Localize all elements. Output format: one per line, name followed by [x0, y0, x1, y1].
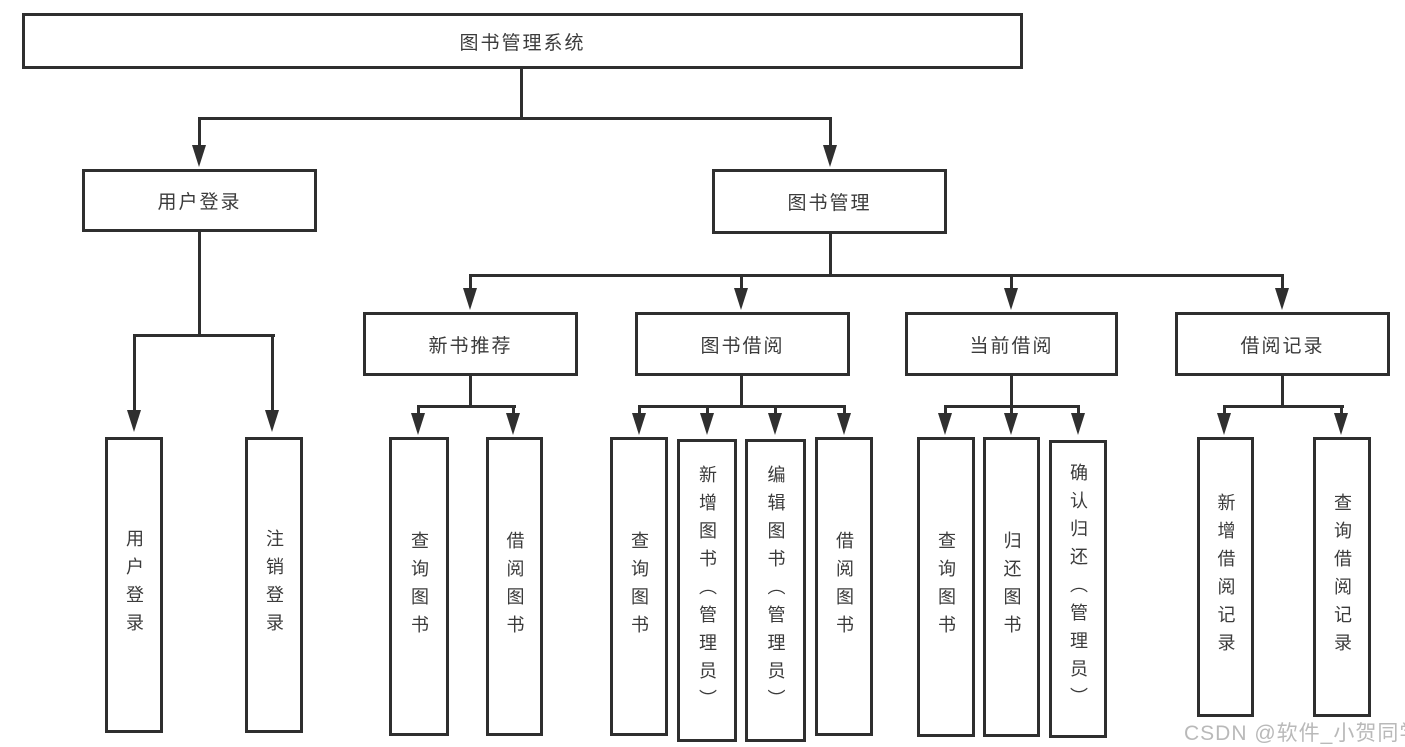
arrow-down-icon — [823, 145, 837, 167]
connector-line — [1223, 405, 1344, 408]
connector-line — [638, 405, 641, 415]
arrow-down-icon — [1071, 413, 1085, 435]
leaf-borrow-books: 借阅图书 — [815, 437, 873, 736]
connector-line — [417, 405, 516, 408]
leaf-label: 注销登录 — [264, 529, 284, 641]
connector-line — [1010, 376, 1013, 405]
connector-line — [740, 376, 743, 405]
node-borrow-records: 借阅记录 — [1175, 312, 1390, 376]
arrow-down-icon — [700, 413, 714, 435]
leaf-edit-books-admin: 编辑图书（管理员） — [745, 439, 806, 742]
connector-line — [944, 405, 947, 415]
leaf-query-books-newbooks: 查询图书 — [389, 437, 449, 736]
arrow-down-icon — [632, 413, 646, 435]
leaf-add-books-admin: 新增图书（管理员） — [677, 439, 737, 742]
node-book-management: 图书管理 — [712, 169, 947, 234]
node-book-borrow: 图书借阅 — [635, 312, 850, 376]
leaf-label: 查询图书 — [409, 530, 429, 643]
arrow-down-icon — [1217, 413, 1231, 435]
leaf-label: 编辑图书（管理员） — [765, 464, 786, 717]
leaf-label: 新增图书（管理员） — [697, 464, 717, 717]
connector-line — [520, 69, 523, 117]
connector-line — [271, 334, 274, 412]
leaf-logout: 注销登录 — [245, 437, 303, 733]
leaf-label: 新增借阅记录 — [1215, 493, 1236, 661]
connector-line — [829, 117, 832, 147]
connector-line — [774, 405, 777, 415]
connector-line — [198, 117, 201, 147]
leaf-user-login: 用户登录 — [105, 437, 163, 733]
arrow-down-icon — [127, 410, 141, 432]
connector-line — [1010, 274, 1013, 290]
connector-line — [133, 334, 275, 337]
arrow-down-icon — [506, 413, 520, 435]
leaf-confirm-return-admin: 确认归还（管理员） — [1049, 440, 1107, 738]
arrow-down-icon — [768, 413, 782, 435]
arrow-down-icon — [1275, 288, 1289, 310]
leaf-label: 查询借阅记录 — [1332, 493, 1352, 661]
connector-line — [740, 274, 743, 290]
leaf-query-books-borrow: 查询图书 — [610, 437, 668, 736]
leaf-borrow-books-newbooks: 借阅图书 — [486, 437, 543, 736]
connector-line — [469, 274, 472, 290]
connector-line — [133, 334, 136, 412]
arrow-down-icon — [837, 413, 851, 435]
arrow-down-icon — [411, 413, 425, 435]
csdn-watermark: CSDN @软件_小贺同学 — [1184, 722, 1405, 745]
connector-line — [1223, 405, 1226, 415]
node-label: 图书管理 — [787, 193, 872, 214]
leaf-label: 借阅图书 — [834, 530, 854, 643]
arrow-down-icon — [463, 288, 477, 310]
connector-line — [198, 232, 201, 334]
leaf-add-borrow-record: 新增借阅记录 — [1197, 437, 1254, 717]
node-label: 图书管理系统 — [459, 32, 586, 54]
connector-line — [706, 405, 709, 415]
connector-line — [512, 405, 515, 415]
node-library-management-system: 图书管理系统 — [22, 13, 1023, 69]
connector-line — [1281, 376, 1284, 405]
connector-line — [1281, 274, 1284, 290]
connector-line — [1077, 405, 1080, 415]
leaf-label: 用户登录 — [124, 529, 144, 641]
arrow-down-icon — [192, 145, 206, 167]
connector-line — [1340, 405, 1343, 415]
leaf-label: 归还图书 — [1001, 531, 1022, 643]
arrow-down-icon — [734, 288, 748, 310]
node-user-login: 用户登录 — [82, 169, 317, 232]
connector-line — [469, 376, 472, 405]
node-new-book-recommend: 新书推荐 — [363, 312, 578, 376]
connector-line — [1010, 405, 1013, 415]
node-label: 当前借阅 — [969, 335, 1054, 357]
connector-line — [469, 274, 1284, 277]
node-current-borrow: 当前借阅 — [905, 312, 1118, 376]
leaf-label: 借阅图书 — [504, 530, 525, 643]
arrow-down-icon — [1004, 288, 1018, 310]
leaf-label: 确认归还（管理员） — [1068, 463, 1088, 715]
leaf-query-books-current: 查询图书 — [917, 437, 975, 737]
leaf-return-books: 归还图书 — [983, 437, 1040, 737]
arrow-down-icon — [938, 413, 952, 435]
connector-line — [417, 405, 420, 415]
node-label: 图书借阅 — [700, 335, 785, 357]
leaf-label: 查询图书 — [936, 531, 956, 643]
node-label: 新书推荐 — [428, 335, 513, 357]
arrow-down-icon — [265, 410, 279, 432]
node-label: 用户登录 — [157, 192, 242, 213]
connector-line — [843, 405, 846, 415]
node-label: 借阅记录 — [1240, 335, 1325, 357]
arrow-down-icon — [1334, 413, 1348, 435]
arrow-down-icon — [1004, 413, 1018, 435]
connector-line — [829, 234, 832, 274]
leaf-query-borrow-record: 查询借阅记录 — [1313, 437, 1371, 717]
connector-line — [638, 405, 846, 408]
connector-line — [198, 117, 832, 120]
leaf-label: 查询图书 — [629, 530, 649, 643]
